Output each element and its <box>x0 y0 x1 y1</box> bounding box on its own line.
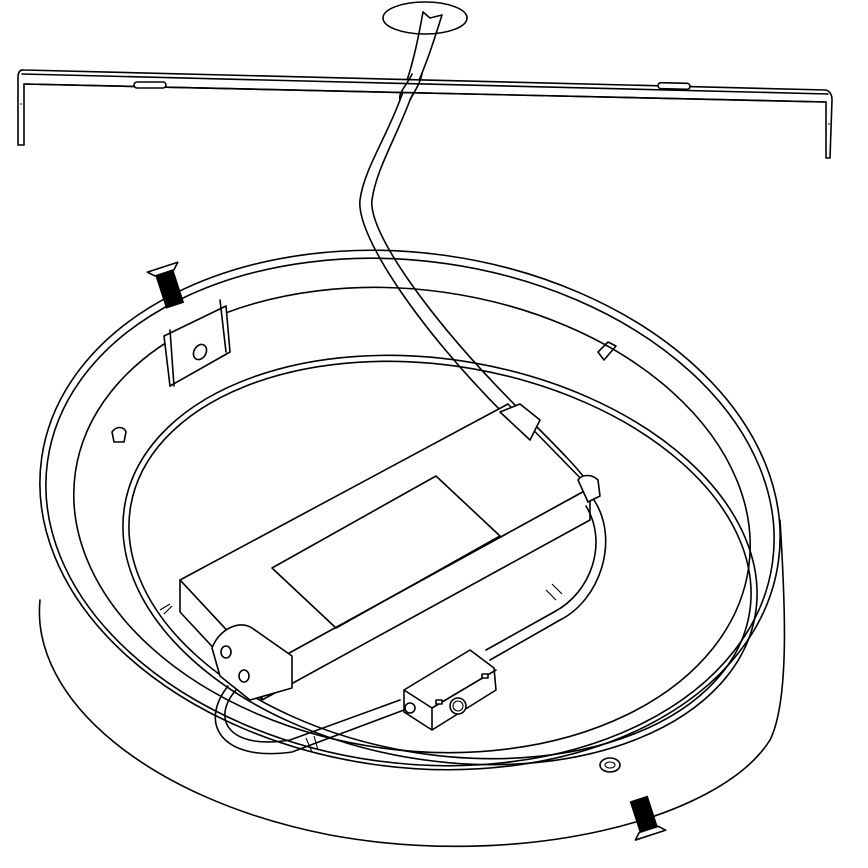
connector <box>214 499 607 755</box>
ceiling-hole <box>382 1 468 35</box>
led-driver <box>159 403 601 701</box>
bracket-tab <box>163 299 231 387</box>
fixture-housing <box>38 249 786 848</box>
screw-bottom-right <box>629 795 667 841</box>
mounting-bracket <box>17 69 833 159</box>
screw-top-left <box>146 261 185 309</box>
